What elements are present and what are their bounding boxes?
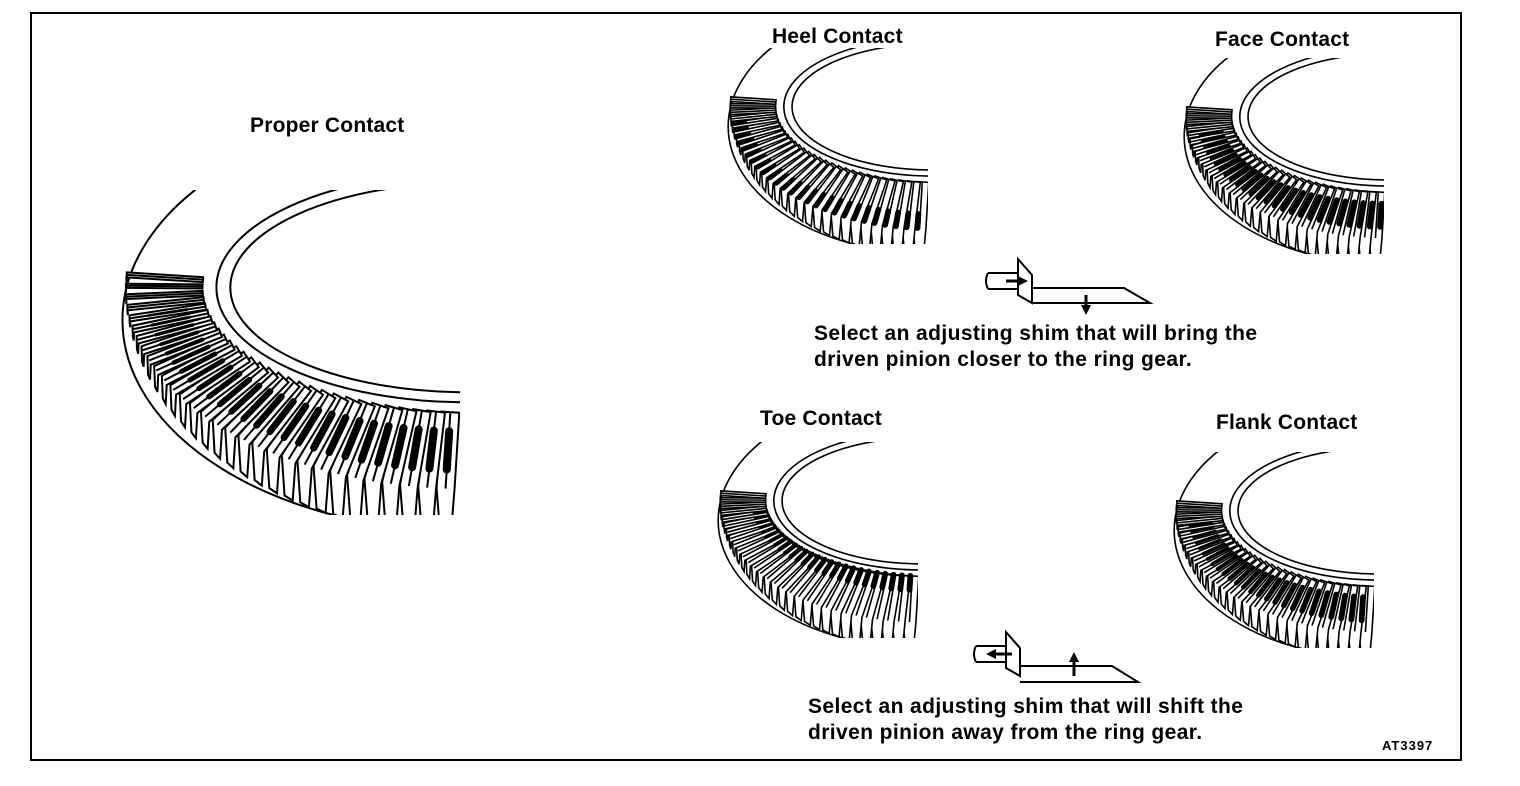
away-instruction-line1: Select an adjusting shim that will shift… [808,695,1244,718]
away-instruction: Select an adjusting shim that will shift… [808,694,1243,746]
pinion-away-icon [973,629,1142,683]
proper-contact-gear [121,190,460,515]
figure-code: AT3397 [1382,738,1434,753]
face-contact-gear [1183,58,1384,254]
closer-instruction-line1: Select an adjusting shim that will bring… [814,322,1258,345]
closer-instruction-line2: driven pinion closer to the ring gear. [814,348,1193,371]
pinion-closer-icon [985,256,1154,315]
flank-contact-label: Flank Contact [1216,411,1358,434]
figure-frame [30,12,1462,761]
face-contact-label: Face Contact [1215,28,1350,51]
heel-contact-label: Heel Contact [772,25,903,48]
closer-instruction: Select an adjusting shim that will bring… [814,321,1258,373]
heel-contact-gear [727,48,928,244]
flank-contact-gear [1173,452,1374,648]
proper-contact-label: Proper Contact [250,114,405,137]
toe-contact-label: Toe Contact [760,407,882,430]
away-instruction-line2: driven pinion away from the ring gear. [808,721,1203,744]
toe-contact-gear [717,442,918,638]
